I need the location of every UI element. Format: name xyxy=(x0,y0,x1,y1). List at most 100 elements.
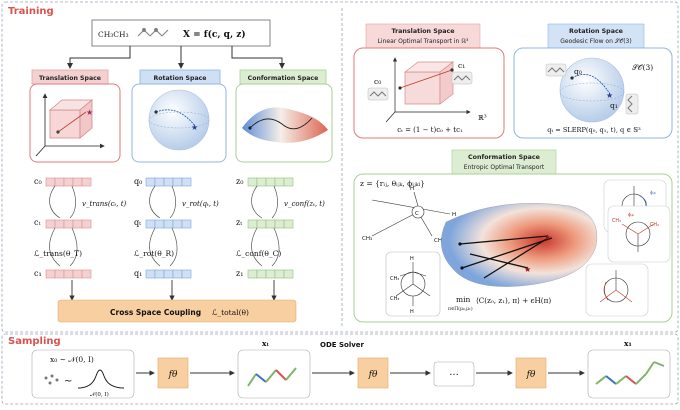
x0-distribution: x₀ ~ 𝒩(0, I) xyxy=(50,355,94,364)
translation-vector-cell xyxy=(45,269,56,279)
flow-line xyxy=(169,185,176,219)
gaussian-label: 𝒩(0, I) xyxy=(90,391,109,398)
rotation-vector-cell xyxy=(145,269,156,279)
flow-line xyxy=(49,227,61,267)
conformation-landscape xyxy=(242,107,328,143)
flow-line xyxy=(251,227,263,267)
newman-right-ch3: CH₃ xyxy=(612,218,621,224)
flow-line xyxy=(271,185,278,219)
x1-box xyxy=(587,349,671,399)
newman-right-phi: ϕᵢⱼₖ xyxy=(650,190,657,196)
translation-vector-cell xyxy=(45,219,56,229)
translation-panel-r3: ℝ³ xyxy=(478,114,487,122)
molecule-icon xyxy=(367,87,389,101)
rotation-vector-cell xyxy=(154,219,165,229)
label-q1: q₁ xyxy=(134,269,142,278)
svg-text:★: ★ xyxy=(544,233,551,242)
translation-vector-cell xyxy=(81,219,92,229)
xt-label: xₜ xyxy=(262,339,269,348)
flow-line xyxy=(271,227,280,267)
molecule-icon xyxy=(625,93,639,115)
translation-vector-cell xyxy=(54,177,65,187)
conformation-panel-header xyxy=(451,149,557,175)
translation-panel-formula: cₜ = (1 − t)c₀ + tc₁ xyxy=(397,126,463,134)
conformation-space-title: Conformation Space xyxy=(248,75,319,82)
label-ct: cₜ xyxy=(34,218,40,227)
flow-line xyxy=(69,227,78,267)
loss-conformation: ℒ_conf(θ_C) xyxy=(236,249,281,258)
translation-vector-cell xyxy=(72,177,83,187)
newman-card-right xyxy=(585,263,649,317)
flow-line xyxy=(69,185,76,219)
newman-card-h: H xyxy=(410,256,414,262)
cross-space-coupling-box xyxy=(57,299,297,323)
ellipsis-box xyxy=(433,361,475,387)
flow-line xyxy=(149,185,161,219)
rotation-vector-cell xyxy=(172,177,183,187)
conformation-vector-cell xyxy=(274,177,285,187)
translation-panel-c1: c₁ xyxy=(458,61,465,70)
label-z1: z₁ xyxy=(236,269,243,278)
velocity-conformation: v_conf(zₜ, t) xyxy=(284,200,325,208)
loss-translation: ℒ_trans(θ_T) xyxy=(34,249,82,258)
newman-right-phi: ϕᵢⱼₖ xyxy=(628,212,635,218)
conformation-vector-cell xyxy=(256,269,267,279)
conformation-vector-cell xyxy=(274,269,285,279)
conformation-vector-cell xyxy=(283,177,294,187)
translation-vector-cell xyxy=(81,177,92,187)
f-theta-label: fθ xyxy=(526,370,536,380)
gaussian-curve xyxy=(77,369,125,389)
coupling-total-loss: ℒ_total(θ) xyxy=(212,308,249,317)
flow-line xyxy=(251,185,263,219)
training-label: Training xyxy=(8,6,54,17)
translation-vector-cell xyxy=(72,219,83,229)
rotation-panel-so3: 𝒮𝒪(3) xyxy=(632,63,653,72)
conformation-vector-cell xyxy=(265,219,276,229)
molecule-x1 xyxy=(595,361,665,385)
rotation-vector-cell xyxy=(145,219,156,229)
newman-right-ch3: CH₃ xyxy=(650,222,659,228)
newman-ch3: CH₃ xyxy=(434,238,444,244)
conformation-vector-cell xyxy=(265,177,276,187)
flow-line xyxy=(49,185,61,219)
newman-card-h: H xyxy=(410,309,414,315)
molecule-icon xyxy=(451,71,473,85)
ethane-icon xyxy=(137,27,169,37)
translation-vector-cell xyxy=(63,219,74,229)
conformation-vector-cell xyxy=(247,177,258,187)
svg-text:★: ★ xyxy=(191,123,198,132)
flow-line xyxy=(149,227,161,267)
rotation-vector-cell xyxy=(163,177,174,187)
rotation-vector-cell xyxy=(163,269,174,279)
translation-vector-cell xyxy=(45,177,56,187)
flow-line xyxy=(169,227,178,267)
f-theta-block xyxy=(157,357,189,389)
newman-h: H xyxy=(410,186,414,192)
decomposition-equation: X = f(c, q, z) xyxy=(183,29,246,40)
conformation-vector-cell xyxy=(247,219,258,229)
translation-space-title: Translation Space xyxy=(39,75,101,82)
conformation-vector-cell xyxy=(283,219,294,229)
rotation-vector-cell xyxy=(145,177,156,187)
conformation-panel-z-definition: z = {rᵢⱼ, θᵢⱼₖ, ϕᵢⱼₖₗ} xyxy=(360,179,425,188)
x1-label: x₁ xyxy=(624,339,632,348)
tilde-symbol: ~ xyxy=(64,376,72,387)
rotation-panel-formula: qₜ = SLERP(q₀, q₁, t), q ∈ 𝕊³ xyxy=(547,126,641,134)
conformation-vector-cell xyxy=(265,269,276,279)
rotation-panel-title: Rotation Space xyxy=(569,28,623,35)
molecule-icon xyxy=(545,63,567,77)
rotation-vector-cell xyxy=(181,177,192,187)
rotation-vector-cell xyxy=(172,219,183,229)
f-theta-block xyxy=(515,357,547,389)
rotation-vector-cell xyxy=(163,219,174,229)
conformation-vector-cell xyxy=(274,219,285,229)
velocity-translation: v_trans(cₜ, t) xyxy=(82,200,127,208)
velocity-rotation: v_rot(qₜ, t) xyxy=(182,200,219,208)
conformation-vector-cell xyxy=(256,177,267,187)
rotation-vector-cell xyxy=(172,269,183,279)
objective-min: min xyxy=(456,295,471,304)
rotation-sphere: ★ xyxy=(148,89,210,151)
noise-dots-icon xyxy=(44,374,59,385)
loss-rotation: ℒ_rot(θ_R) xyxy=(134,249,174,258)
rotation-vector-cell xyxy=(181,219,192,229)
